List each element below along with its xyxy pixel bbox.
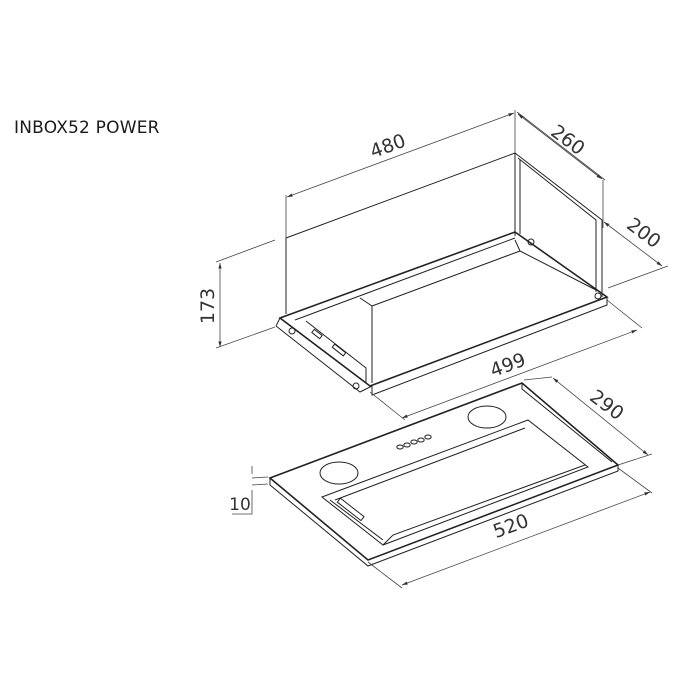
dim-173: 173	[197, 288, 219, 324]
light-left-icon	[319, 461, 359, 485]
control-buttons	[396, 434, 432, 450]
motor-housing	[275, 152, 609, 396]
light-right-icon	[467, 405, 507, 429]
glass-panel	[268, 382, 620, 567]
dim-260: 260	[547, 121, 589, 160]
dimension-lines	[215, 110, 669, 589]
dim-480: 480	[367, 130, 409, 163]
dim-10: 10	[229, 495, 251, 515]
product-title: INBOX52 POWER	[14, 118, 160, 138]
dim-290: 290	[586, 386, 628, 425]
dim-520: 520	[490, 510, 532, 543]
dim-499: 499	[487, 349, 529, 382]
dim-200: 200	[623, 214, 665, 253]
